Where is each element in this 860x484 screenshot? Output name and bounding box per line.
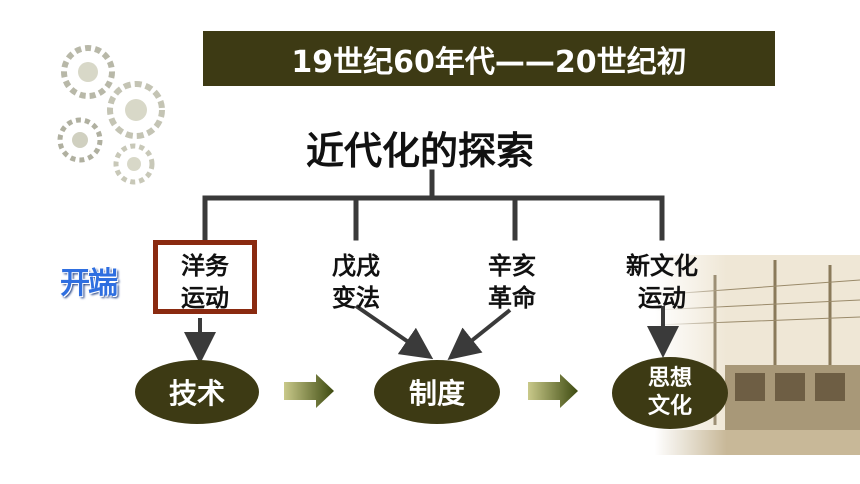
flow-arrow-2 [528,374,578,408]
branch-newculture: 新文化 运动 [606,250,718,314]
branch-yangwu: 洋务 运动 [160,250,250,314]
gears-decoration [57,45,165,185]
gear-icon [61,45,115,99]
branch-xinhai: 辛亥 革命 [467,250,557,314]
period-banner: 19世纪60年代——20世纪初 [203,31,775,86]
diagram-title: 近代化的探索 [305,129,534,173]
level-technology: 技术 [135,360,259,424]
arrow-xinhai-to-system [447,308,512,360]
level-label: 技术 [168,377,225,410]
branch-line-1: 新文化 [626,252,698,280]
gear-icon [113,143,155,185]
level-thought-culture: 思想 文化 [612,357,728,429]
level-line-2: 文化 [647,394,692,419]
arrow-wuxu-to-system [354,304,434,360]
gear-icon [57,117,103,163]
branch-line-1: 戊戌 [332,252,380,280]
start-label: 开端 [60,266,118,301]
branch-line-2: 运动 [181,284,229,312]
branch-line-1: 辛亥 [488,252,536,280]
branch-line-2: 革命 [488,284,536,312]
highlight-box [153,240,257,314]
branch-line-1: 洋务 [181,252,229,280]
level-line-1: 思想 [647,366,692,391]
branch-line-2: 变法 [332,284,380,312]
level-label: 制度 [408,377,465,410]
flow-arrow-1 [284,374,334,408]
branch-line-2: 运动 [638,284,686,312]
sepia-photo-decoration [655,255,860,455]
branch-wuxu: 戊戌 变法 [311,250,401,314]
level-system: 制度 [374,360,500,424]
gear-icon [107,81,165,139]
